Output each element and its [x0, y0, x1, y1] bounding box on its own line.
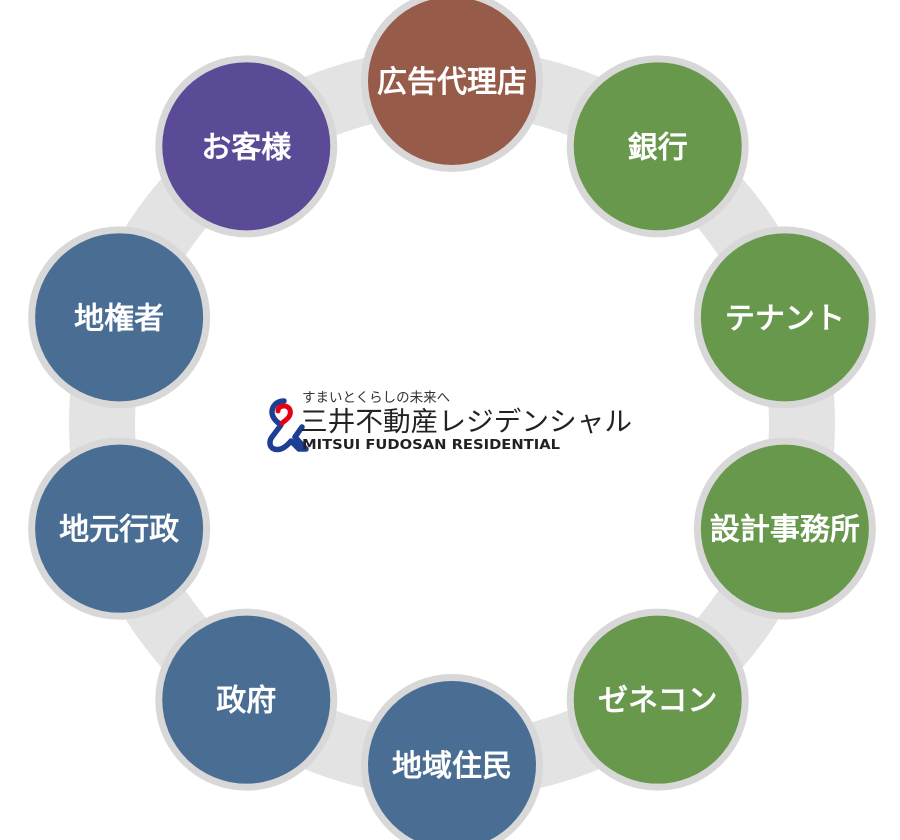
stakeholder-node-circle: [162, 62, 331, 231]
stakeholder-node-label: 地権者: [74, 301, 164, 336]
stakeholder-node-circle: [368, 681, 536, 840]
stakeholder-node-label: ゼネコン: [598, 684, 717, 719]
company-logo: すまいとくらしの未来へ 三井不動産レジデンシャル MITSUI FUDOSAN …: [267, 390, 632, 453]
logo-name-ja: 三井不動産レジデンシャル: [300, 407, 632, 438]
stakeholder-node-label: 政府: [216, 684, 276, 719]
logo-tagline: すまいとくらしの未来へ: [302, 390, 450, 406]
stakeholder-node: 政府: [155, 608, 338, 791]
stakeholder-node: 地元行政: [28, 437, 211, 620]
stakeholder-node: 広告代理店: [361, 0, 543, 172]
stakeholder-node-label: 銀行: [628, 130, 688, 165]
stakeholder-node-circle: [35, 233, 204, 402]
logo-name-en: MITSUI FUDOSAN RESIDENTIAL: [302, 437, 560, 453]
stakeholder-node: 地域住民: [361, 674, 543, 840]
stakeholder-node: お客様: [155, 55, 338, 238]
stakeholder-node: 地権者: [28, 226, 211, 409]
stakeholder-node-circle: [573, 615, 742, 784]
stakeholder-node: 設計事務所: [693, 437, 876, 620]
stakeholder-node-label: お客様: [201, 130, 292, 165]
stakeholder-node-circle: [700, 444, 869, 613]
stakeholder-node: ゼネコン: [566, 608, 749, 791]
ampersand-logo-icon: [267, 398, 309, 453]
stakeholder-node-circle: [162, 615, 331, 784]
stakeholder-node-label: 地元行政: [59, 513, 179, 548]
stakeholder-node: 銀行: [566, 55, 749, 238]
stakeholder-node-label: 設計事務所: [710, 513, 860, 548]
stakeholder-node-label: テナント: [725, 301, 845, 336]
stakeholder-node-circle: [368, 0, 536, 165]
stakeholder-node-label: 広告代理店: [377, 65, 527, 100]
stakeholder-node-circle: [35, 444, 204, 613]
stakeholder-node: テナント: [693, 226, 876, 409]
stakeholder-node-label: 地域住民: [392, 749, 512, 784]
stakeholder-node-circle: [573, 62, 742, 231]
stakeholder-node-circle: [700, 233, 869, 402]
